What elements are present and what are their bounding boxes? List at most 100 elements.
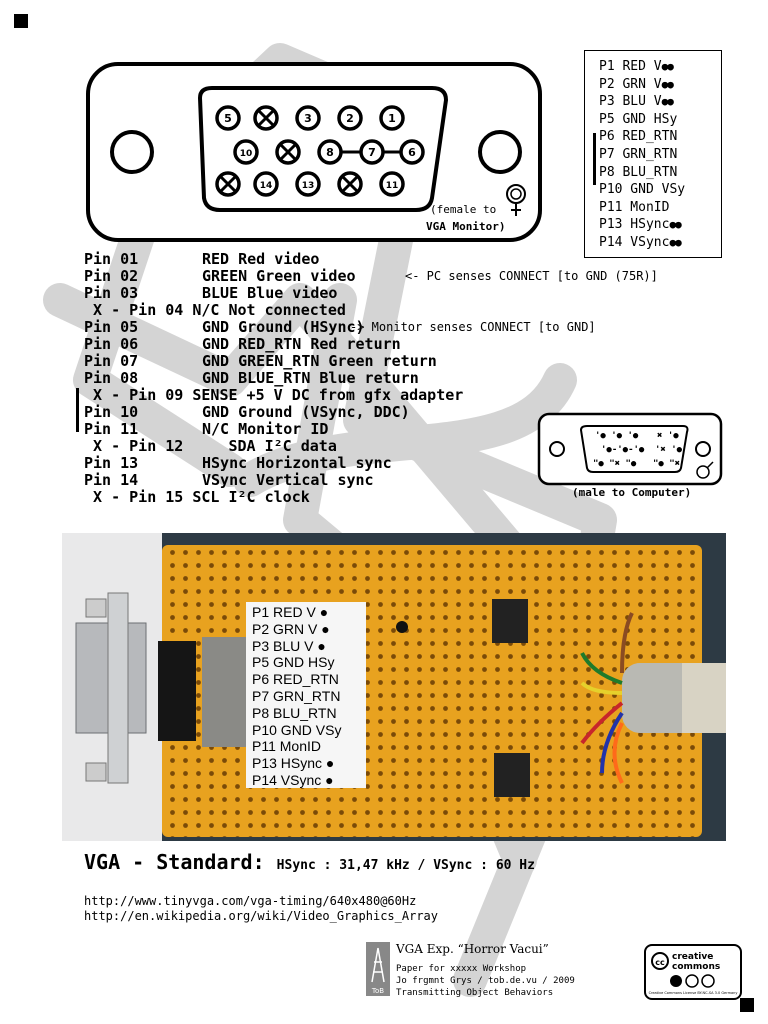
svg-text:✖ '●: ✖ '●	[657, 431, 679, 441]
female-pin-number: 11	[386, 181, 399, 191]
female-pin-number: 2	[346, 112, 354, 125]
pin-description: GND GREEN_RTN Green return	[202, 352, 437, 370]
pin-note: -> Monitor senses CONNECT [to GND]	[350, 320, 596, 334]
corner-marker-bottom-right	[740, 998, 754, 1012]
female-pin	[295, 105, 321, 131]
svg-text:'✖ '●: '✖ '●	[655, 445, 683, 455]
pin-id: Pin 13	[84, 454, 139, 472]
female-pin	[253, 171, 279, 197]
female-pin-number: 1	[388, 112, 396, 125]
pin-id: Pin 14	[84, 471, 139, 489]
pin-description: VSync Vertical sync	[202, 471, 374, 489]
pin-description: GND RED_RTN Red return	[202, 335, 401, 353]
svg-text:"● "✖ "●: "● "✖ "●	[593, 459, 637, 469]
pin-description: BLUE Blue video	[202, 284, 338, 302]
female-pin	[215, 105, 241, 131]
legend-row: P1 RED V●●	[599, 59, 674, 74]
female-caption-line1: (female to	[430, 203, 496, 216]
female-pin-number: 3	[304, 112, 312, 125]
legend-label: P10 GND VSy	[599, 182, 686, 198]
photo-label-row: P10 GND VSy	[252, 721, 342, 738]
legend-dots: ●●	[661, 77, 674, 91]
legend-label: P8 BLU_RTN	[599, 164, 678, 180]
link-tinyvga[interactable]: http://www.tinyvga.com/vga-timing/640x48…	[84, 894, 417, 908]
female-pin	[379, 105, 405, 131]
svg-text:Creative Commons License BY-NC: Creative Commons License BY-NC-SA 3.0 Ge…	[649, 991, 738, 995]
unused-pin-cross-icon	[279, 143, 297, 161]
female-pin	[359, 139, 385, 165]
pin-id: Pin 10	[84, 403, 139, 421]
unused-pin-cross-icon	[219, 175, 237, 193]
photo-label-row: P5 GND HSy	[252, 654, 335, 671]
pin-description: N/C Monitor ID	[202, 420, 329, 438]
pin-id: Pin 06	[84, 335, 139, 353]
sa-icon	[701, 974, 715, 988]
pin-id: Pin 03	[84, 284, 139, 302]
unused-pin-cross-icon	[257, 109, 275, 127]
female-pin-number: 10	[240, 149, 253, 159]
photo-label-row: P2 GRN V ●	[252, 620, 330, 637]
legend-row: P6 RED_RTN	[599, 129, 677, 144]
legend-row: P11 MonID	[599, 200, 669, 215]
legend-dots: ●●	[661, 95, 674, 109]
female-pin	[379, 171, 405, 197]
pin-description: RED Red video	[202, 250, 320, 268]
pin-note: <- PC senses CONNECT [to GND (75R)]	[405, 269, 658, 283]
female-symbol-icon	[506, 184, 526, 216]
standard-title: VGA - Standard:	[84, 850, 265, 874]
photo-label-row: P6 RED_RTN	[252, 671, 339, 688]
legend-row: P13 HSync●●	[599, 217, 682, 232]
photo-label-row: P13 HSync ●	[252, 755, 335, 772]
svg-text:commons: commons	[672, 962, 720, 972]
legend-row: P2 GRN V●●	[599, 76, 674, 92]
pin-id: X - Pin 15 SCL I²C clock	[84, 488, 310, 506]
legend-dots: ●●	[661, 60, 674, 73]
photo-label-row: P3 BLU V ●	[252, 637, 326, 654]
female-pin	[317, 139, 343, 165]
corner-marker-top-left	[14, 14, 28, 28]
legend-row: P10 GND VSy	[599, 182, 685, 197]
photo-label-row: P1 RED V ●	[252, 604, 329, 620]
female-pin-number: 13	[302, 181, 315, 191]
male-caption: (male to Computer)	[572, 486, 692, 499]
pin-id: Pin 05	[84, 318, 139, 336]
legend-bracket-bar	[593, 133, 596, 185]
female-pin	[337, 105, 363, 131]
svg-text:creative: creative	[672, 952, 713, 962]
pinlist-bracket-bar	[76, 388, 79, 432]
pin-description: GND Ground (HSync)	[202, 318, 365, 336]
pin-id: Pin 08	[84, 369, 139, 387]
female-pin	[399, 139, 425, 165]
footer-line-1: Paper for xxxxx Workshop	[396, 964, 527, 974]
legend-label: P2 GRN V	[599, 76, 662, 92]
svg-text:"● "✖: "● "✖	[653, 459, 680, 469]
tob-logo-icon: ToB	[366, 942, 390, 996]
svg-text:'●-'●-'●: '●-'●-'●	[601, 445, 645, 455]
circuit-board-photo: P1 RED V ●P2 GRN V ●P3 BLU V ●P5 GND HSy…	[62, 533, 726, 841]
legend-row: P14 VSync●●	[599, 235, 682, 250]
legend-label: P11 MonID	[599, 199, 670, 215]
pin-legend-box: P1 RED V●●P2 GRN V●●P3 BLU V●●P5 GND HSy…	[584, 50, 722, 258]
male-symbol-icon	[696, 461, 714, 479]
legend-row: P8 BLU_RTN	[599, 165, 677, 180]
photo-label-row: P14 VSync ●	[252, 772, 334, 788]
vga-standard-heading: VGA - Standard: HSync : 31,47 kHz / VSyn…	[84, 850, 535, 874]
legend-row: P3 BLU V●●	[599, 94, 674, 109]
legend-label: P7 GRN_RTN	[599, 147, 678, 162]
female-caption-line2: VGA Monitor)	[426, 220, 505, 233]
pin-id: Pin 07	[84, 352, 139, 370]
legend-row: P7 GRN_RTN	[599, 147, 677, 162]
svg-text:cc: cc	[655, 958, 665, 967]
link-wikipedia[interactable]: http://en.wikipedia.org/wiki/Video_Graph…	[84, 909, 439, 923]
footer-line-2: Jo frgmnt Grys / tob.de.vu / 2009	[396, 976, 575, 986]
pin-description: HSync Horizontal sync	[202, 454, 392, 472]
creative-commons-badge[interactable]: cc creative commons Creative Commons Lic…	[644, 944, 742, 1000]
legend-label: P1 RED V	[599, 59, 662, 74]
footer-line-3: Transmitting Object Behaviors	[396, 988, 554, 998]
pin-id: Pin 02	[84, 267, 139, 285]
pin-id: X - Pin 12 SDA I²C data	[84, 437, 337, 455]
svg-text:'● '● '●: '● '● '●	[595, 431, 639, 441]
legend-label: P14 VSync	[599, 235, 670, 250]
